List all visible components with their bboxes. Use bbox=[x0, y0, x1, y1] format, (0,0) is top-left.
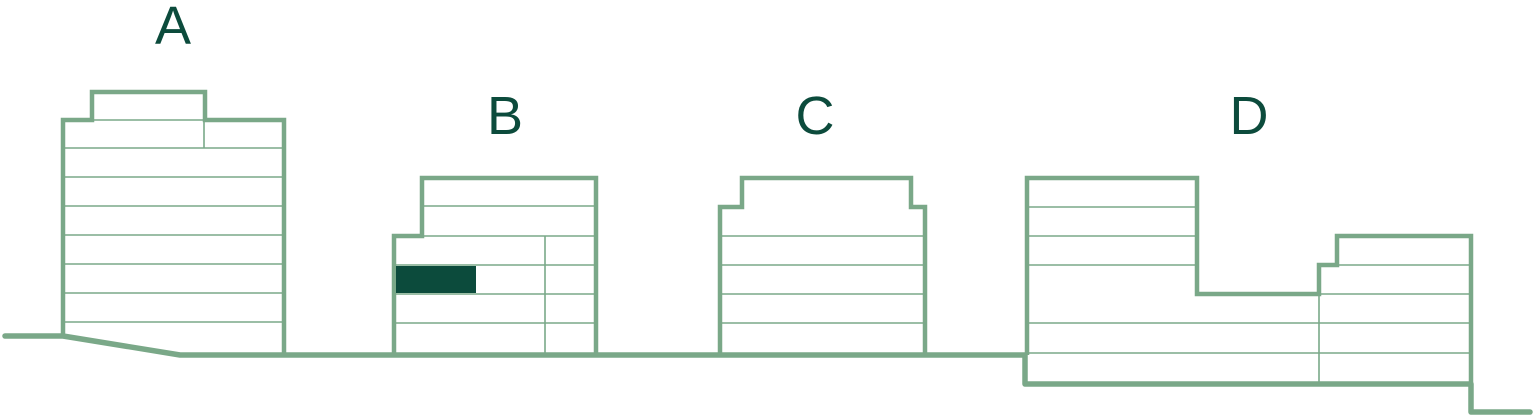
building-a[interactable]: A bbox=[60, 0, 287, 355]
building-a-label: A bbox=[155, 0, 191, 56]
building-c[interactable]: C bbox=[717, 86, 928, 353]
building-d-outline bbox=[1024, 175, 1474, 384]
building-d-floor-lines bbox=[1027, 206, 1471, 382]
building-b-floor-lines bbox=[394, 205, 596, 353]
building-b-highlighted-unit[interactable] bbox=[396, 266, 476, 293]
building-c-label: C bbox=[796, 86, 835, 146]
building-d[interactable]: D bbox=[1024, 86, 1474, 384]
building-c-floor-lines bbox=[720, 235, 925, 324]
building-b[interactable]: B bbox=[391, 86, 599, 353]
building-d-label: D bbox=[1230, 86, 1269, 146]
ground-line bbox=[2, 333, 1533, 415]
building-a-floor-lines bbox=[63, 119, 284, 323]
building-a-outline bbox=[60, 89, 287, 355]
building-c-outline bbox=[717, 175, 928, 353]
building-b-outline bbox=[391, 175, 599, 353]
building-b-label: B bbox=[487, 86, 523, 146]
